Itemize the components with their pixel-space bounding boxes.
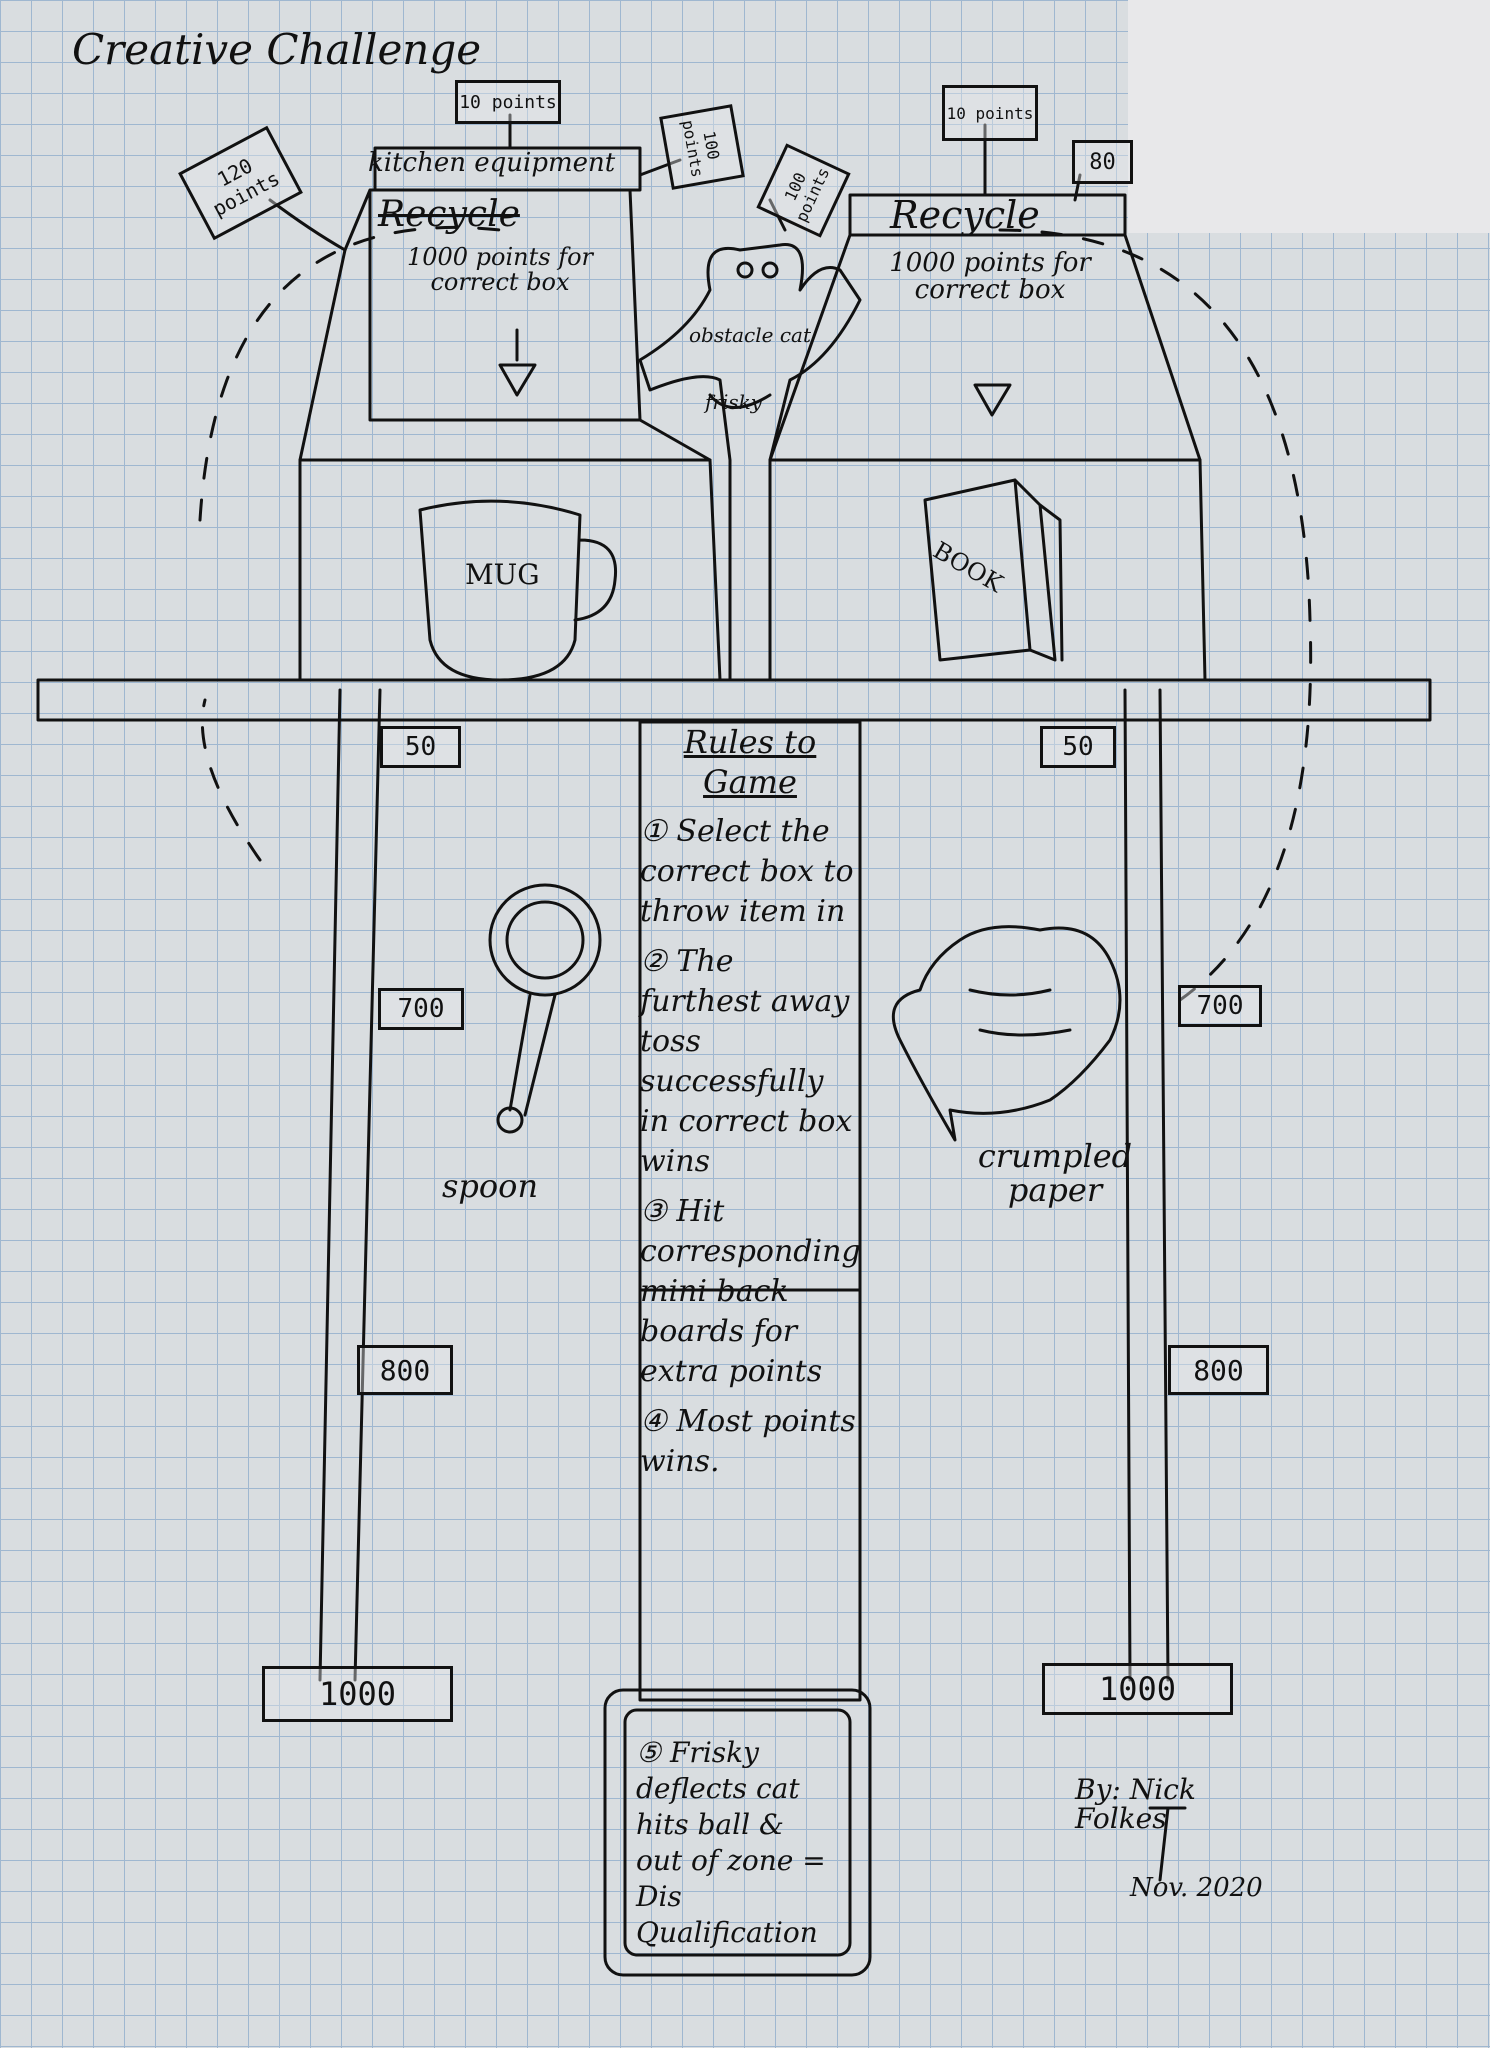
right-score-50: 50 <box>1040 726 1116 768</box>
left-score-1000: 1000 <box>262 1666 453 1722</box>
right-score-800: 800 <box>1168 1345 1269 1395</box>
final-rule: ⑤ Frisky deflects cat hits ball & out of… <box>610 1705 860 1965</box>
spoon-label: spoon <box>442 1167 539 1205</box>
left-bin-note: 1000 points for correct box <box>406 243 594 297</box>
final-rule-box <box>603 1688 872 1977</box>
signature-date: Nov. 2020 <box>1130 1873 1263 1903</box>
drawing-title: Creative Challenge <box>72 25 482 74</box>
sign-right-small: 80 <box>1072 140 1133 184</box>
sign-top-center: 10 points <box>455 80 561 124</box>
left-bin-header: kitchen equipment <box>368 148 616 178</box>
sign-center-right: 100 points <box>659 104 745 190</box>
crumpled-paper-label: crumpled paper <box>977 1137 1133 1209</box>
right-score-700: 700 <box>1178 985 1262 1027</box>
shelf-bar <box>36 678 1432 722</box>
obstacle-label: obstacle cat <box>688 323 812 347</box>
right-bin-label: Recycle <box>890 193 1040 237</box>
right-bin-note: 1000 points for correct box <box>889 248 1091 306</box>
left-score-800: 800 <box>357 1345 453 1395</box>
rules-panel: Rules to Game ① Select the correct box t… <box>640 722 861 1482</box>
crumpled-paper-icon <box>891 925 1122 1142</box>
left-score-50: 50 <box>380 726 461 768</box>
right-bin-top <box>768 193 1202 462</box>
paper-corner <box>1128 0 1490 233</box>
rule-5: ⑤ Frisky deflects cat hits ball & out of… <box>636 1736 826 1949</box>
left-bin-label: Recycle <box>378 194 520 235</box>
left-lane <box>318 688 382 1682</box>
book-icon <box>923 478 1064 662</box>
obstacle-name: frisky <box>705 390 763 414</box>
drop-arrow-left <box>498 328 537 397</box>
rules-title: Rules to Game <box>683 723 817 801</box>
sign-right-top: 10 points <box>942 85 1038 141</box>
mug-label: MUG <box>465 558 540 591</box>
drop-arrow-right <box>973 383 1012 417</box>
rules-column <box>638 720 862 1702</box>
rule-3: ③ Hit corresponding mini back boards for… <box>640 1194 861 1389</box>
rule-1: ① Select the correct box to throw item i… <box>640 814 854 929</box>
right-lane <box>1123 688 1170 1682</box>
rule-2: ② The furthest away toss successfully in… <box>640 944 853 1179</box>
right-score-1000: 1000 <box>1042 1663 1233 1715</box>
rule-4: ④ Most points wins. <box>640 1404 856 1479</box>
signature-author: By: Nick Folkes <box>1075 1773 1196 1836</box>
cat-icon <box>638 243 862 682</box>
left-bin-top <box>298 146 712 462</box>
mug-icon <box>418 499 618 682</box>
left-score-700: 700 <box>378 988 464 1030</box>
throw-zone-circle <box>198 225 1313 1002</box>
spoon-icon <box>488 883 602 997</box>
